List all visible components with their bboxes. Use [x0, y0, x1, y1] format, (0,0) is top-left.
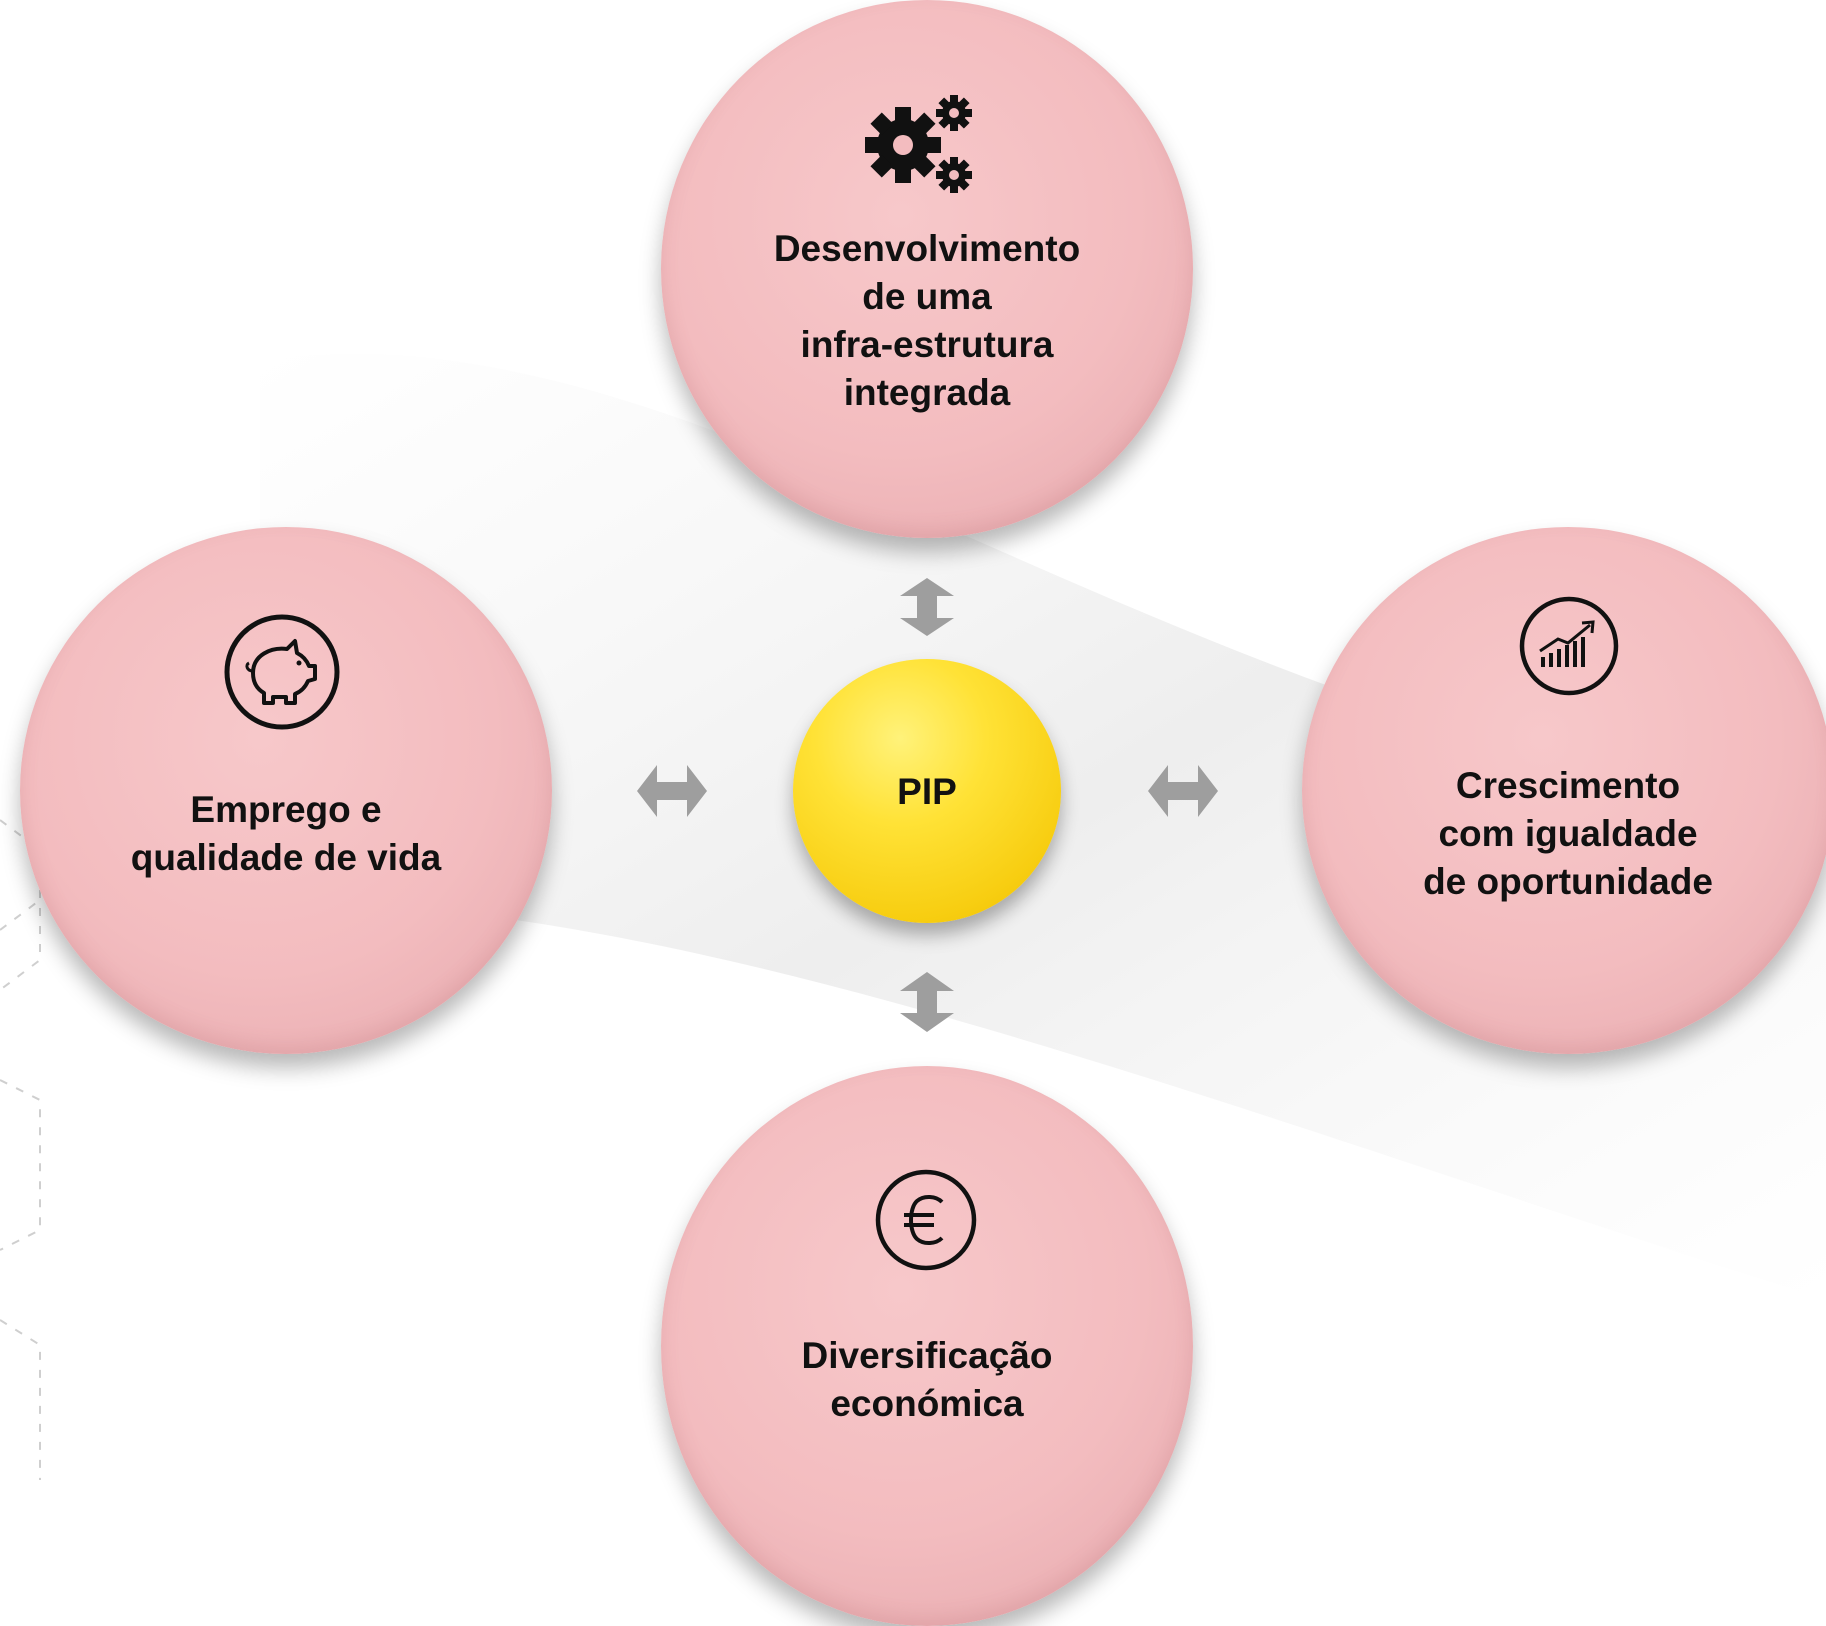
- label-line: infra-estrutura: [800, 324, 1054, 365]
- node-label-infrastructure: Desenvolvimento de uma infra-estrutura i…: [661, 225, 1193, 417]
- center-node: PIP: [793, 659, 1061, 923]
- node-label-diversification: Diversificação económica: [661, 1332, 1193, 1428]
- node-label-growth: Crescimento com igualdade de oportunidad…: [1302, 762, 1826, 906]
- double-arrow-icon: [637, 765, 707, 817]
- double-arrow-icon: [900, 578, 954, 636]
- center-label: PIP: [897, 771, 957, 812]
- double-arrow-icon: [900, 972, 954, 1032]
- node-growth: Crescimento com igualdade de oportunidad…: [1302, 527, 1826, 1054]
- node-employment: Emprego e qualidade de vida: [20, 527, 552, 1054]
- label-line: integrada: [843, 372, 1011, 413]
- label-line: Crescimento: [1455, 765, 1681, 806]
- growth-chart-icon: [1519, 596, 1619, 696]
- label-line: de uma: [862, 276, 992, 317]
- gears-icon: [865, 95, 972, 193]
- node-diversification: Diversificação económica: [661, 1066, 1193, 1626]
- label-line: económica: [830, 1383, 1024, 1424]
- label-line: Emprego e: [190, 789, 382, 830]
- euro-icon: [875, 1169, 977, 1271]
- piggy-bank-icon: [224, 614, 340, 730]
- double-arrow-icon: [1148, 765, 1218, 817]
- label-line: qualidade de vida: [130, 837, 442, 878]
- label-line: com igualdade: [1438, 813, 1698, 854]
- label-line: Desenvolvimento: [773, 228, 1081, 269]
- node-infrastructure: Desenvolvimento de uma infra-estrutura i…: [661, 0, 1193, 538]
- label-line: de oportunidade: [1423, 861, 1713, 902]
- node-label-employment: Emprego e qualidade de vida: [20, 786, 552, 882]
- label-line: Diversificação: [801, 1335, 1053, 1376]
